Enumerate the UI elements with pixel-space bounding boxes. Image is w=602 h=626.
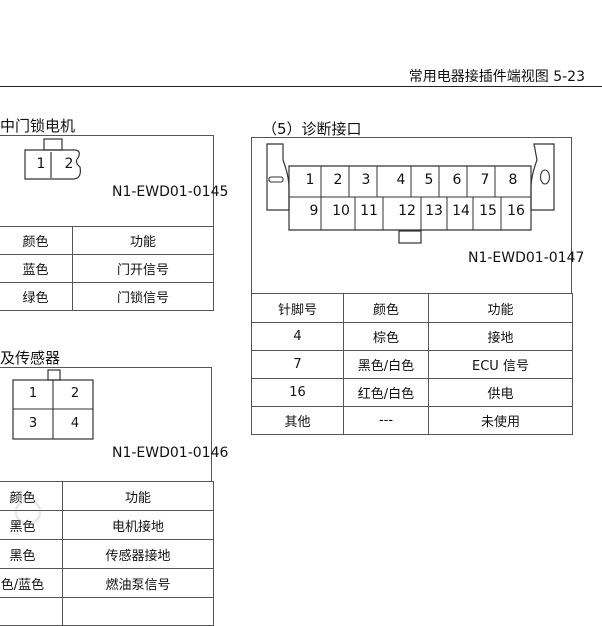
table-header-row: 颜色 功能 <box>0 226 214 255</box>
section-title-diagnostic: （5）诊断接口 <box>262 120 362 138</box>
table-header-row: 针脚号 颜色 功能 <box>251 293 573 323</box>
door-pin-2: 2 <box>64 156 74 172</box>
page-header-title: 常用电器接插件端视图 5-23 <box>408 69 585 85</box>
sensor-connector-frame <box>0 367 212 482</box>
cell-color <box>0 597 63 626</box>
diag-pin-13: 13 <box>425 203 443 219</box>
table-row: 黑色 电机接地 <box>0 510 214 540</box>
col-header-function: 功能 <box>72 226 214 255</box>
cell-function: 门锁信号 <box>72 282 214 311</box>
diag-pin-6: 6 <box>452 172 462 188</box>
cell-pin: 7 <box>251 350 344 379</box>
table-row: 其他 --- 未使用 <box>251 406 573 435</box>
door-lock-table: 颜色 功能 蓝色 门开信号 绿色 门锁信号 <box>0 226 214 311</box>
cell-pin: 4 <box>251 322 344 351</box>
col-header-pin: 针脚号 <box>251 293 344 323</box>
cell-color: 红色/白色 <box>343 378 429 407</box>
cell-color: 黑色 <box>0 539 63 569</box>
table-row <box>0 597 214 626</box>
watermark-mark <box>14 498 42 526</box>
sensor-pin-1: 1 <box>28 386 38 401</box>
cell-color: --- <box>343 406 429 435</box>
table-row: 7 黑色/白色 ECU 信号 <box>251 350 573 379</box>
cell-function: ECU 信号 <box>428 350 573 379</box>
table-row: 蓝色 门开信号 <box>0 254 214 283</box>
door-lock-connector-frame <box>0 135 214 227</box>
cell-color: 棕色 <box>343 322 429 351</box>
table-row: 4 棕色 接地 <box>251 322 573 351</box>
table-row: 色/蓝色 燃油泵信号 <box>0 568 214 598</box>
diagnostic-connector-diagram <box>266 143 555 244</box>
diag-pin-4: 4 <box>396 172 406 188</box>
cell-pin: 其他 <box>251 406 344 435</box>
diag-pin-11: 11 <box>360 203 378 219</box>
col-header-function: 功能 <box>62 481 214 511</box>
diag-pin-10: 10 <box>332 203 350 219</box>
diag-pin-2: 2 <box>333 172 343 188</box>
diag-pin-8: 8 <box>508 172 518 188</box>
cell-function: 接地 <box>428 322 573 351</box>
cell-function: 未使用 <box>428 406 573 435</box>
door-lock-part-code: N1-EWD01-0145 <box>112 184 229 200</box>
diagnostic-table: 针脚号 颜色 功能 4 棕色 接地 7 黑色/白色 ECU 信号 16 红色/白… <box>251 293 573 435</box>
sensor-pin-3: 3 <box>28 416 38 431</box>
diag-pin-1: 1 <box>305 172 315 188</box>
table-header-row: 颜色 功能 <box>0 481 214 511</box>
cell-function: 门开信号 <box>72 254 214 283</box>
diag-pin-14: 14 <box>452 203 470 219</box>
cell-pin: 16 <box>251 378 344 407</box>
table-row: 绿色 门锁信号 <box>0 282 214 311</box>
diag-pin-9: 9 <box>309 203 319 219</box>
cell-function: 供电 <box>428 378 573 407</box>
sensor-pin-2: 2 <box>70 386 80 401</box>
cell-function: 燃油泵信号 <box>62 568 214 598</box>
sensor-part-code: N1-EWD01-0146 <box>112 445 229 461</box>
cell-color: 黑色/白色 <box>343 350 429 379</box>
cell-function <box>62 597 214 626</box>
cell-color: 色/蓝色 <box>0 568 63 598</box>
col-header-color: 颜色 <box>343 293 429 323</box>
section-title-door-lock: 中门锁电机 <box>0 117 76 135</box>
section-title-sensor: 及传感器 <box>0 349 61 367</box>
diag-pin-16: 16 <box>507 203 525 219</box>
table-row: 黑色 传感器接地 <box>0 539 214 569</box>
cell-color: 蓝色 <box>0 254 73 283</box>
header-rule <box>0 86 602 87</box>
door-pin-1: 1 <box>36 156 46 172</box>
sensor-connector-diagram <box>12 369 94 440</box>
col-header-color: 颜色 <box>0 226 73 255</box>
col-header-function: 功能 <box>428 293 573 323</box>
diag-pin-15: 15 <box>479 203 497 219</box>
diag-pin-12: 12 <box>398 203 416 219</box>
cell-function: 传感器接地 <box>62 539 214 569</box>
door-lock-connector-diagram <box>24 138 81 180</box>
cell-function: 电机接地 <box>62 510 214 540</box>
diagnostic-part-code: N1-EWD01-0147 <box>468 250 585 266</box>
sensor-pin-4: 4 <box>70 416 80 431</box>
table-row: 16 红色/白色 供电 <box>251 378 573 407</box>
diag-pin-3: 3 <box>361 172 371 188</box>
diag-pin-5: 5 <box>424 172 434 188</box>
cell-color: 绿色 <box>0 282 73 311</box>
diag-pin-7: 7 <box>480 172 490 188</box>
